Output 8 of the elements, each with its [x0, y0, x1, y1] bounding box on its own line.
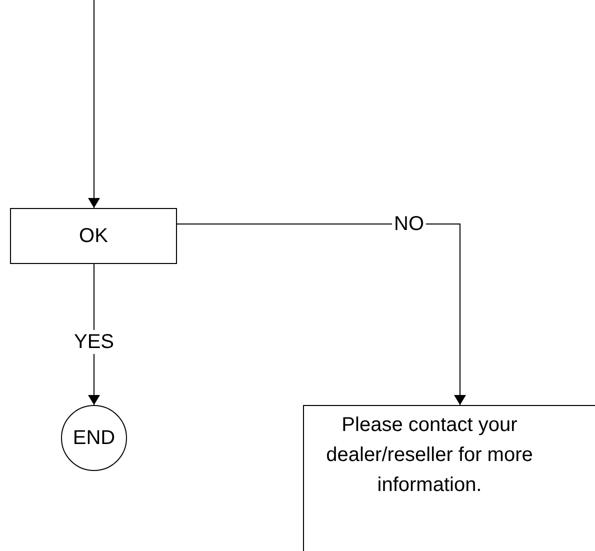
- node-text: Please contact your dealer/reseller for more information.: [326, 414, 533, 496]
- edge-label: YES: [72, 330, 116, 354]
- process-box: [10, 208, 177, 264]
- message-box: [303, 405, 595, 551]
- node-text: END: [72, 427, 116, 449]
- arrow: [176, 224, 466, 406]
- arrow: [88, 0, 100, 208]
- node-text: OK: [79, 225, 108, 247]
